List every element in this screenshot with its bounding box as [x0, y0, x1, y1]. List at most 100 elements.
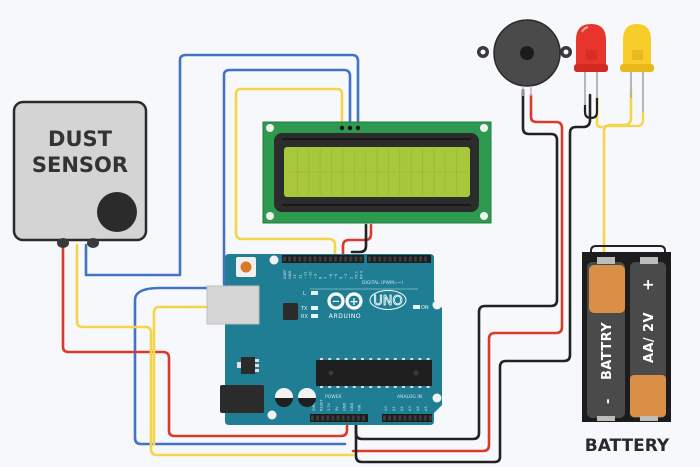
header-pin[interactable] [326, 415, 330, 421]
chip-leg [369, 386, 373, 388]
lcd-display[interactable] [262, 121, 492, 224]
pin-label: 13 [293, 274, 297, 279]
led-yellow-lead [604, 112, 645, 128]
battery-pack[interactable]: BATTRY - AA/ 2V + BATTERY [582, 252, 671, 456]
chip-leg [377, 358, 381, 360]
header-pin[interactable] [311, 415, 314, 421]
header-pin[interactable] [408, 415, 412, 421]
header-pin[interactable] [313, 256, 317, 262]
piezo-buzzer[interactable] [477, 19, 572, 96]
atmega-chip [316, 360, 432, 386]
chip-leg [402, 386, 405, 388]
lcd-pin [339, 125, 345, 131]
header-pin[interactable] [359, 256, 363, 262]
chip-leg [410, 358, 414, 360]
usb-port[interactable] [206, 285, 260, 325]
lcd-mount-hole [480, 124, 488, 132]
header-pin[interactable] [293, 256, 297, 262]
lcd-pin [347, 125, 353, 131]
header-pin[interactable] [308, 256, 312, 262]
wire-black-lcd-arduino [350, 223, 368, 254]
power-jack[interactable] [220, 385, 264, 413]
header-pin[interactable] [349, 256, 353, 262]
uno-model-text: UNO [373, 294, 402, 309]
header-pin[interactable] [318, 256, 322, 262]
header-pin[interactable] [356, 415, 360, 421]
header-pin[interactable] [388, 256, 392, 262]
header-pin[interactable] [413, 415, 417, 421]
chip-leg [328, 386, 332, 388]
header-pin[interactable] [303, 256, 307, 262]
header-pin[interactable] [283, 256, 286, 262]
header-pin[interactable] [413, 256, 417, 262]
header-pin[interactable] [368, 256, 371, 262]
dust-sensor[interactable]: DUST SENSOR [12, 100, 148, 248]
pin-label: ~6 [329, 273, 333, 279]
header-pin[interactable] [398, 256, 402, 262]
digital-header-1[interactable] [282, 255, 364, 263]
battery-cell-2-label: AA/ 2V [642, 312, 657, 363]
header-pin[interactable] [341, 415, 345, 421]
chip-leg [352, 386, 356, 388]
header-pin[interactable] [351, 415, 355, 421]
header-pin[interactable] [344, 256, 348, 262]
header-pin[interactable] [428, 415, 432, 421]
header-pin[interactable] [378, 256, 382, 262]
battery-caption: BATTERY [585, 436, 670, 456]
header-pin[interactable] [373, 256, 377, 262]
pin-label: ~3 [344, 274, 348, 279]
lcd-pin [355, 125, 361, 131]
buzzer-hole [520, 46, 534, 60]
analog-header[interactable] [382, 414, 432, 422]
header-pin[interactable] [398, 415, 402, 421]
chip-leg [385, 386, 389, 388]
header-pin[interactable] [383, 415, 386, 421]
pin-label: VIN [358, 404, 362, 411]
header-pin[interactable] [424, 256, 428, 262]
digital-section-label: DIGITAL (PWM=~) [362, 280, 403, 286]
header-pin[interactable] [339, 256, 343, 262]
header-pin[interactable] [393, 256, 397, 262]
header-pin[interactable] [334, 256, 337, 262]
header-pin[interactable] [316, 415, 320, 421]
header-pin[interactable] [388, 415, 392, 421]
wire-black-battery-top [590, 245, 666, 263]
pin-label: IOREF [312, 400, 316, 411]
voltage-regulator [241, 357, 255, 374]
header-pin[interactable] [346, 415, 350, 421]
header-pin[interactable] [298, 256, 302, 262]
pin-label: 2 [349, 277, 353, 279]
wire-red-lcd-arduino [341, 223, 373, 262]
header-pin[interactable] [323, 256, 327, 262]
header-pin[interactable] [288, 256, 292, 262]
chip-leg [410, 386, 414, 388]
chip-leg [385, 358, 389, 360]
header-pin[interactable] [328, 256, 332, 262]
header-pin[interactable] [354, 256, 358, 262]
header-pin[interactable] [362, 415, 365, 421]
header-pin[interactable] [383, 256, 387, 262]
led-black-lead [583, 98, 599, 120]
header-pin[interactable] [331, 415, 335, 421]
pin-label: A0 [384, 406, 388, 411]
header-pin[interactable] [321, 415, 325, 421]
header-pin[interactable] [403, 415, 407, 421]
header-pin[interactable] [418, 415, 422, 421]
red-led[interactable] [574, 24, 608, 105]
pin-label: A2 [400, 406, 404, 411]
on-led-label: ON [421, 305, 429, 311]
sensor-label-line1: DUST [48, 127, 113, 151]
header-pin[interactable] [393, 415, 397, 421]
chip-leg [393, 358, 397, 360]
chip-leg [418, 386, 422, 388]
header-pin[interactable] [423, 415, 427, 421]
wire-red-buzzer [351, 93, 564, 453]
header-pin[interactable] [403, 256, 407, 262]
pin-label: ~5 [334, 274, 338, 279]
yellow-led[interactable] [620, 24, 654, 112]
header-pin[interactable] [408, 256, 412, 262]
header-pin[interactable] [419, 256, 422, 262]
header-pin[interactable] [336, 415, 340, 421]
lcd-mount-hole [266, 124, 274, 132]
